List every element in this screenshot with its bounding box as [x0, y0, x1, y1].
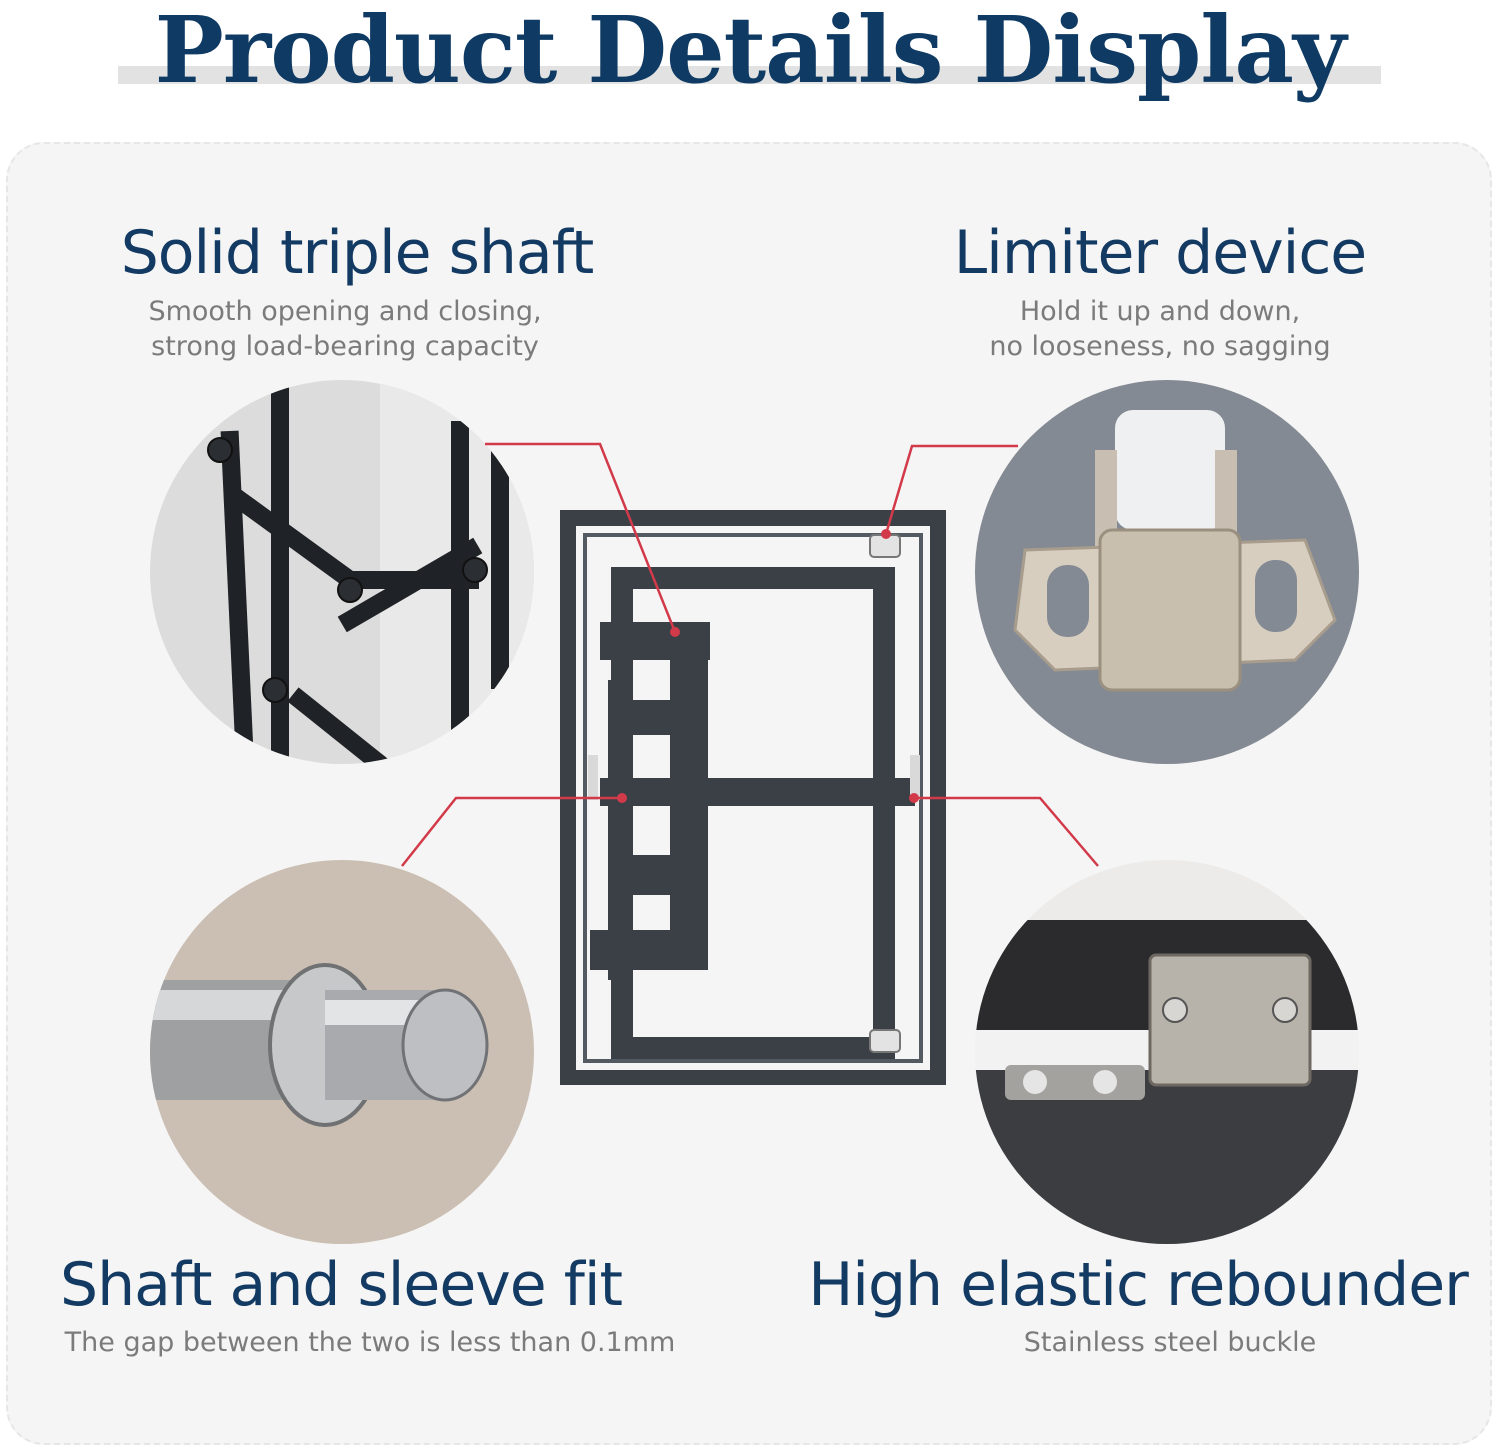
triple-shaft-photo — [150, 380, 534, 764]
shaft-sleeve-illustration — [150, 860, 534, 1244]
title-underline-band — [118, 66, 1381, 84]
cabinet-door-frame — [560, 510, 950, 1086]
shaft-sleeve-photo — [150, 860, 534, 1244]
page-title: Product Details Display — [154, 0, 1347, 104]
feature-title-limiter: Limiter device — [953, 218, 1367, 288]
rebounder-photo — [975, 860, 1359, 1244]
feature-title-shaft-sleeve: Shaft and sleeve fit — [60, 1250, 623, 1320]
feature-subtitle-triple-shaft-1: Smooth opening and closing, — [148, 296, 542, 327]
triple-shaft-illustration — [150, 380, 534, 764]
feature-title-rebounder: High elastic rebounder — [808, 1250, 1469, 1320]
feature-subtitle-limiter-1: Hold it up and down, — [1019, 296, 1301, 327]
rebounder-illustration — [975, 860, 1359, 1244]
limiter-photo — [975, 380, 1359, 764]
feature-subtitle-rebounder: Stainless steel buckle — [1023, 1327, 1317, 1358]
feature-subtitle-shaft-sleeve: The gap between the two is less than 0.1… — [64, 1327, 676, 1358]
limiter-illustration — [975, 380, 1359, 764]
feature-subtitle-limiter-2: no looseness, no sagging — [989, 331, 1331, 362]
feature-subtitle-triple-shaft-2: strong load-bearing capacity — [151, 331, 539, 362]
feature-title-triple-shaft: Solid triple shaft — [120, 218, 595, 288]
frame-illustration — [560, 510, 946, 1086]
